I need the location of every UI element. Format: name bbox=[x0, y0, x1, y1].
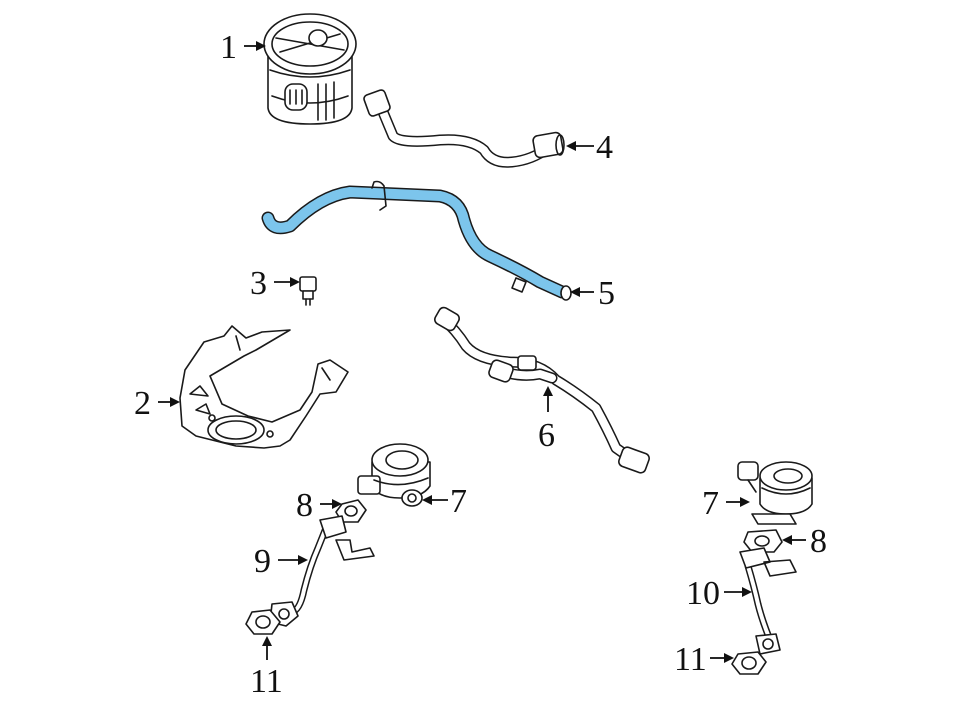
callout-9: 9 bbox=[254, 543, 271, 580]
callout-7-right: 7 bbox=[702, 485, 719, 522]
part-8-gasket-left bbox=[335, 499, 367, 523]
part-9-pipe-left bbox=[269, 515, 375, 627]
callout-1: 1 bbox=[220, 29, 237, 66]
callout-7-left: 7 bbox=[450, 483, 467, 520]
part-7-valve-left bbox=[357, 443, 431, 507]
part-2-bracket bbox=[179, 325, 349, 449]
part-4-hose bbox=[363, 89, 565, 168]
callout-labels: 1 2 3 4 5 6 7 8 9 11 7 8 10 11 bbox=[134, 29, 827, 700]
callout-11-left: 11 bbox=[250, 663, 283, 700]
callout-2: 2 bbox=[134, 385, 151, 422]
part-10-pipe-right bbox=[739, 547, 797, 655]
callout-5: 5 bbox=[598, 275, 615, 312]
callout-10: 10 bbox=[686, 575, 720, 612]
callout-8-right: 8 bbox=[810, 523, 827, 560]
part-8-gasket-right bbox=[743, 529, 783, 553]
callout-8-left: 8 bbox=[296, 487, 313, 524]
callout-11-right: 11 bbox=[674, 641, 707, 678]
part-3-sensor bbox=[299, 276, 317, 306]
part-6-hose-assembly bbox=[434, 306, 650, 474]
part-7-valve-right bbox=[737, 461, 813, 525]
callout-6: 6 bbox=[538, 417, 555, 454]
part-11-gasket-right bbox=[731, 651, 767, 675]
part-5-air-pipe-highlighted bbox=[261, 180, 572, 301]
part-11-gasket-left bbox=[245, 609, 281, 635]
callout-3: 3 bbox=[250, 265, 267, 302]
callout-4: 4 bbox=[596, 129, 613, 166]
callout-leaders bbox=[158, 41, 806, 663]
part-1-air-pump bbox=[263, 13, 357, 125]
